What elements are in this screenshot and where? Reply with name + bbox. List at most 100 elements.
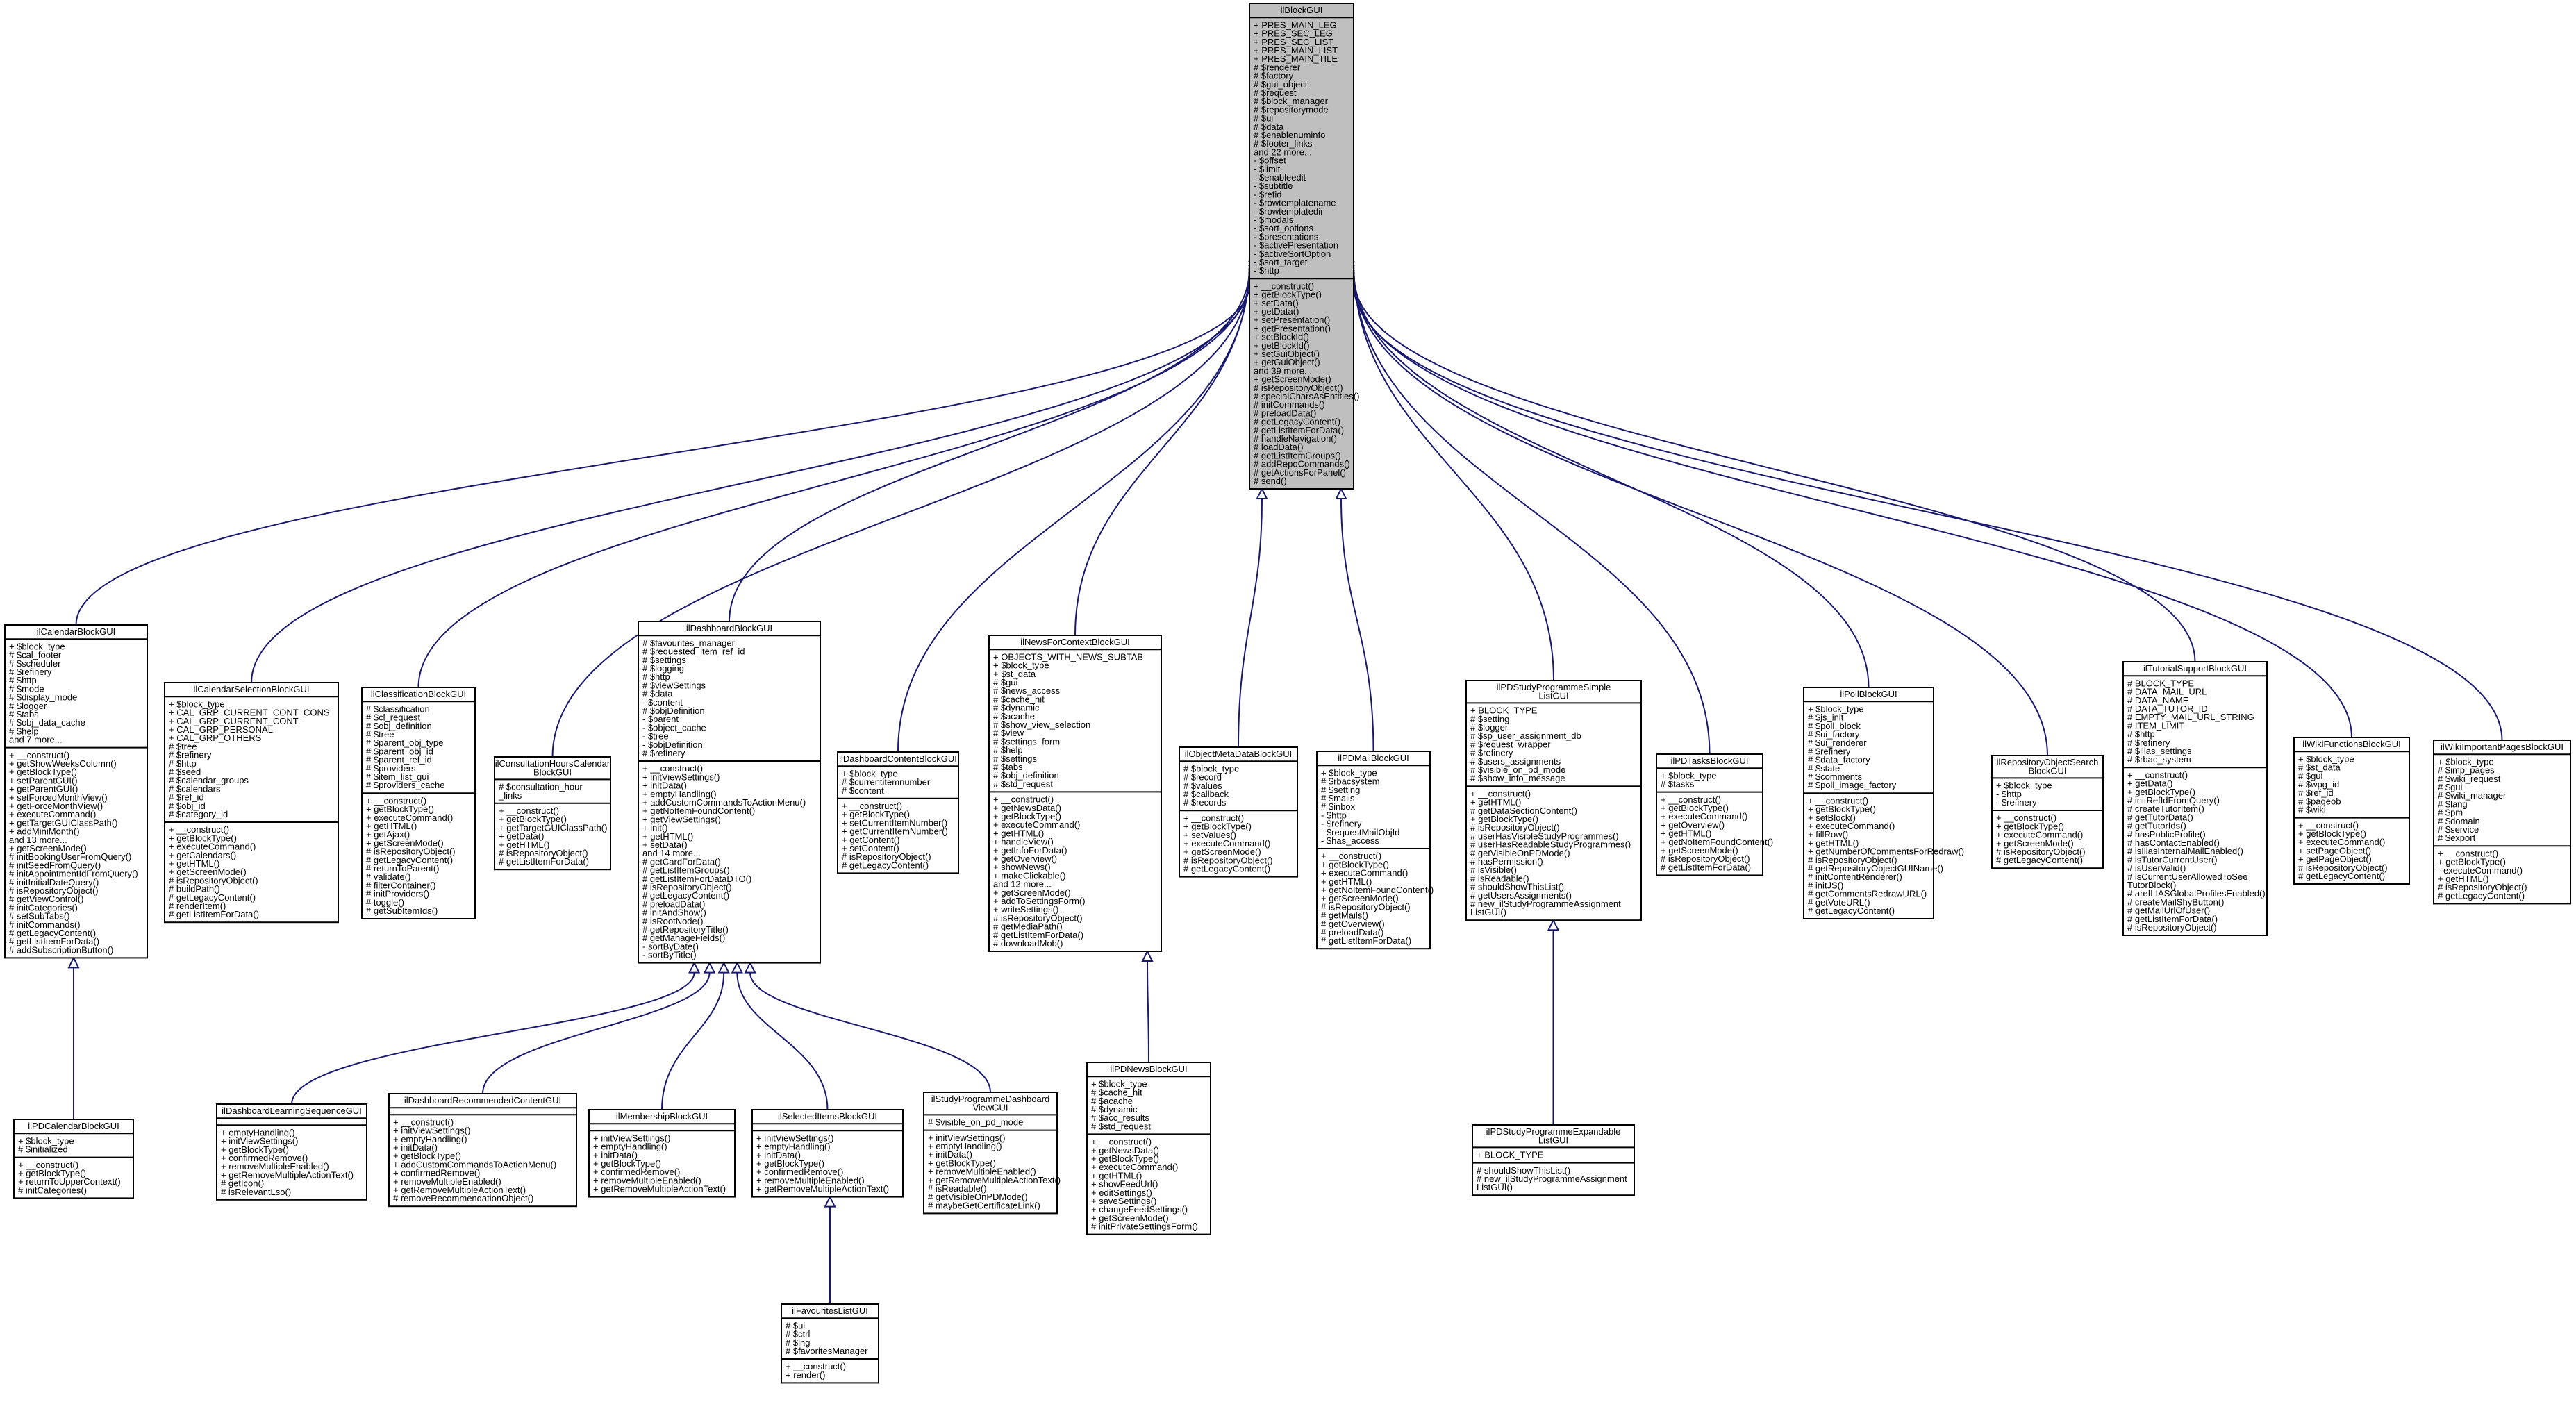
class-attribute: - $rowtemplatedir (1254, 206, 1324, 217)
class-method: + getRemoveMultipleActionText() (756, 1184, 889, 1194)
class-box-il-dashboard-learning-sequence-gui[interactable]: ilDashboardLearningSequenceGUI+ emptyHan… (216, 1103, 367, 1201)
class-method: # removeRecommendationObject() (393, 1193, 533, 1203)
class-method: + getScreenMode() (9, 843, 87, 853)
class-box-il-favourites-list-gui[interactable]: ilFavouritesListGUI# $ui# $ctrl# $lng# $… (781, 1303, 879, 1384)
class-attribute: # $rbacsystem (1321, 776, 1380, 787)
class-attribute: # $http (642, 671, 670, 682)
class-method: + getBlockType() (1091, 1153, 1159, 1164)
class-attribute: # $objDefinition (642, 706, 705, 716)
inheritance-arrowhead (688, 961, 701, 974)
class-method: # isRepositoryObject() (642, 882, 732, 892)
class-attribute: + CAL_GRP_OTHERS (169, 733, 262, 743)
class-method: # getManageFields() (642, 933, 725, 943)
class-method: + setBlockId() (1254, 332, 1309, 342)
class-name: ilStudyProgrammeDashboard (931, 1094, 1050, 1104)
class-method: # validate() (366, 871, 410, 882)
class-method: + executeCommand() (1808, 821, 1895, 831)
class-method: ListGUI() (1477, 1182, 1513, 1192)
class-method: + getForceMonthView() (9, 801, 103, 811)
class-attribute: # $std_request (993, 778, 1053, 789)
class-method: # filterContainer() (366, 880, 435, 890)
class-method: + getBlockType() (2298, 828, 2366, 839)
class-name: ilPDMailBlockGUI (1338, 753, 1409, 763)
class-attribute: # $ui (786, 1320, 805, 1330)
class-method: # initAppointmentIdFromQuery() (9, 869, 138, 879)
class-method: # isRepositoryObject() (1183, 855, 1273, 865)
class-method: # isRepositoryObject() (1661, 853, 1750, 864)
inheritance-edges (67, 255, 2503, 1305)
class-method: + setPageObject() (2298, 845, 2371, 856)
class-box-i-lblock-gui[interactable]: ilBlockGUI+ PRES_MAIN_LEG+ PRES_SEC_LEG+… (1249, 3, 1359, 490)
class-name: ilWikiImportantPagesBlockGUI (2441, 742, 2563, 752)
class-box-il-news-for-context-block-gui[interactable]: ilNewsForContextBlockGUI+ OBJECTS_WITH_N… (988, 635, 1162, 952)
class-method: # initJS() (1808, 880, 1843, 890)
class-box-il-membership-block-gui[interactable]: ilMembershipBlockGUI+ initViewSettings()… (588, 1109, 736, 1198)
class-method: + getScreenMode() (1091, 1212, 1169, 1223)
class-name: ilPDStudyProgrammeExpandable (1486, 1126, 1621, 1137)
class-attribute: # $wpg_id (2298, 779, 2339, 790)
class-method: + __construct() (1661, 794, 1721, 805)
class-method: # isIliasInternalMailEnabled() (2127, 846, 2243, 856)
class-box-il-classification-block-gui[interactable]: ilClassificationBlockGUI# $classificatio… (361, 687, 476, 919)
class-method: # getListItemGroups() (1254, 450, 1341, 460)
class-method: # initInitialDateQuery() (9, 877, 99, 887)
class-box-il-wiki-important-pages-block-gui[interactable]: ilWikiImportantPagesBlockGUI+ $block_typ… (2433, 740, 2571, 905)
class-method: + getViewSettings() (642, 814, 721, 824)
class-attribute: - $modals (1254, 215, 1294, 225)
class-method: # initContentRenderer() (1808, 871, 1902, 882)
class-attribute: # DATA_NAME (2127, 695, 2189, 706)
class-box-frame (2433, 740, 2571, 905)
class-method: + getContent() (842, 835, 899, 845)
class-method: + getPageObject() (2298, 854, 2372, 865)
class-attribute: # $comments (1808, 771, 1863, 782)
class-method: + getCurrentItemNumber() (842, 826, 948, 837)
class-method: + setBlock() (1808, 812, 1856, 823)
inheritance-arrowhead (1141, 949, 1154, 962)
class-method: # isCurrentUserAllowedToSee (2127, 871, 2247, 882)
class-box-il-selected-items-block-gui[interactable]: ilSelectedItemsBlockGUI+ initViewSetting… (751, 1109, 904, 1198)
class-box-il-tutorial-support-block-gui[interactable]: ilTutorialSupportBlockGUI# BLOCK_TYPE# D… (2122, 661, 2268, 936)
class-attribute: # $refinery (1470, 748, 1513, 758)
class-method: + getGuiObject() (1254, 357, 1320, 367)
class-method: # specialCharsAsEntities() (1254, 391, 1359, 401)
class-attribute: # $cal_footer (9, 650, 62, 660)
class-box-il-dashboard-recommended-content-gui[interactable]: ilDashboardRecommendedContentGUI+ __cons… (388, 1093, 577, 1208)
class-method: + __construct() (1091, 1137, 1152, 1147)
class-box-il-pdmail-block-gui[interactable]: ilPDMailBlockGUI+ $block_type# $rbacsyst… (1316, 751, 1434, 950)
class-attribute: # $parent_obj_type (366, 737, 443, 748)
class-method: + init() (642, 823, 667, 833)
inheritance-edge (1353, 283, 2503, 741)
class-method: # getLegacyContent() (1183, 864, 1270, 874)
class-box-il-dashboard-content-block-gui[interactable]: ilDashboardContentBlockGUI+ $block_type#… (837, 751, 959, 874)
class-method: + removeMultipleEnabled() (593, 1175, 701, 1185)
class-attribute: - $objDefinition (642, 740, 703, 750)
class-attribute: # $request_wrapper (1470, 739, 1551, 749)
class-box-il-poll-block-gui[interactable]: ilPollBlockGUI+ $block_type# $js_init# $… (1803, 687, 1964, 919)
class-attribute: # $record (1183, 772, 1222, 783)
class-box-il-dashboard-block-gui[interactable]: ilDashboardBlockGUI# $favourites_manager… (638, 621, 821, 964)
class-method: + emptyHandling() (221, 1127, 295, 1137)
class-box-il-calendar-block-gui[interactable]: ilCalendarBlockGUI+ $block_type# $cal_fo… (4, 624, 148, 959)
class-method: + removeMultipleEnabled() (393, 1176, 501, 1187)
class-box-il-pdcalendar-block-gui[interactable]: ilPDCalendarBlockGUI+ $block_type# $init… (13, 1119, 134, 1199)
class-box-il-pdnews-block-gui[interactable]: ilPDNewsBlockGUI+ $block_type# $cache_hi… (1086, 1062, 1211, 1235)
class-box-il-calendar-selection-block-gui[interactable]: ilCalendarSelectionBlockGUI+ $block_type… (164, 682, 339, 924)
class-box-il-pdtasks-block-gui[interactable]: ilPDTasksBlockGUI+ $block_type# $tasks+ … (1656, 753, 1773, 876)
class-attribute: + $block_type (18, 1135, 74, 1146)
class-method: # isRepositoryObject() (2438, 882, 2527, 892)
class-attribute: # $tree (169, 741, 197, 751)
class-method: + removeMultipleEnabled() (928, 1167, 1036, 1177)
class-box-il-object-meta-data-block-gui[interactable]: ilObjectMetaDataBlockGUI# $block_type# $… (1179, 746, 1298, 878)
class-method: # toggle() (366, 897, 404, 908)
class-method: # getVisibleOnPDMode() (1470, 848, 1570, 858)
class-box-il-wiki-functions-block-gui[interactable]: ilWikiFunctionsBlockGUI+ $block_type# $s… (2293, 737, 2410, 885)
class-name: ilFavouritesListGUI (792, 1305, 868, 1316)
class-method: + getBlockType() (593, 1158, 661, 1169)
class-method: + getBlockType() (993, 811, 1061, 821)
class-method: + getPresentation() (1254, 323, 1331, 333)
